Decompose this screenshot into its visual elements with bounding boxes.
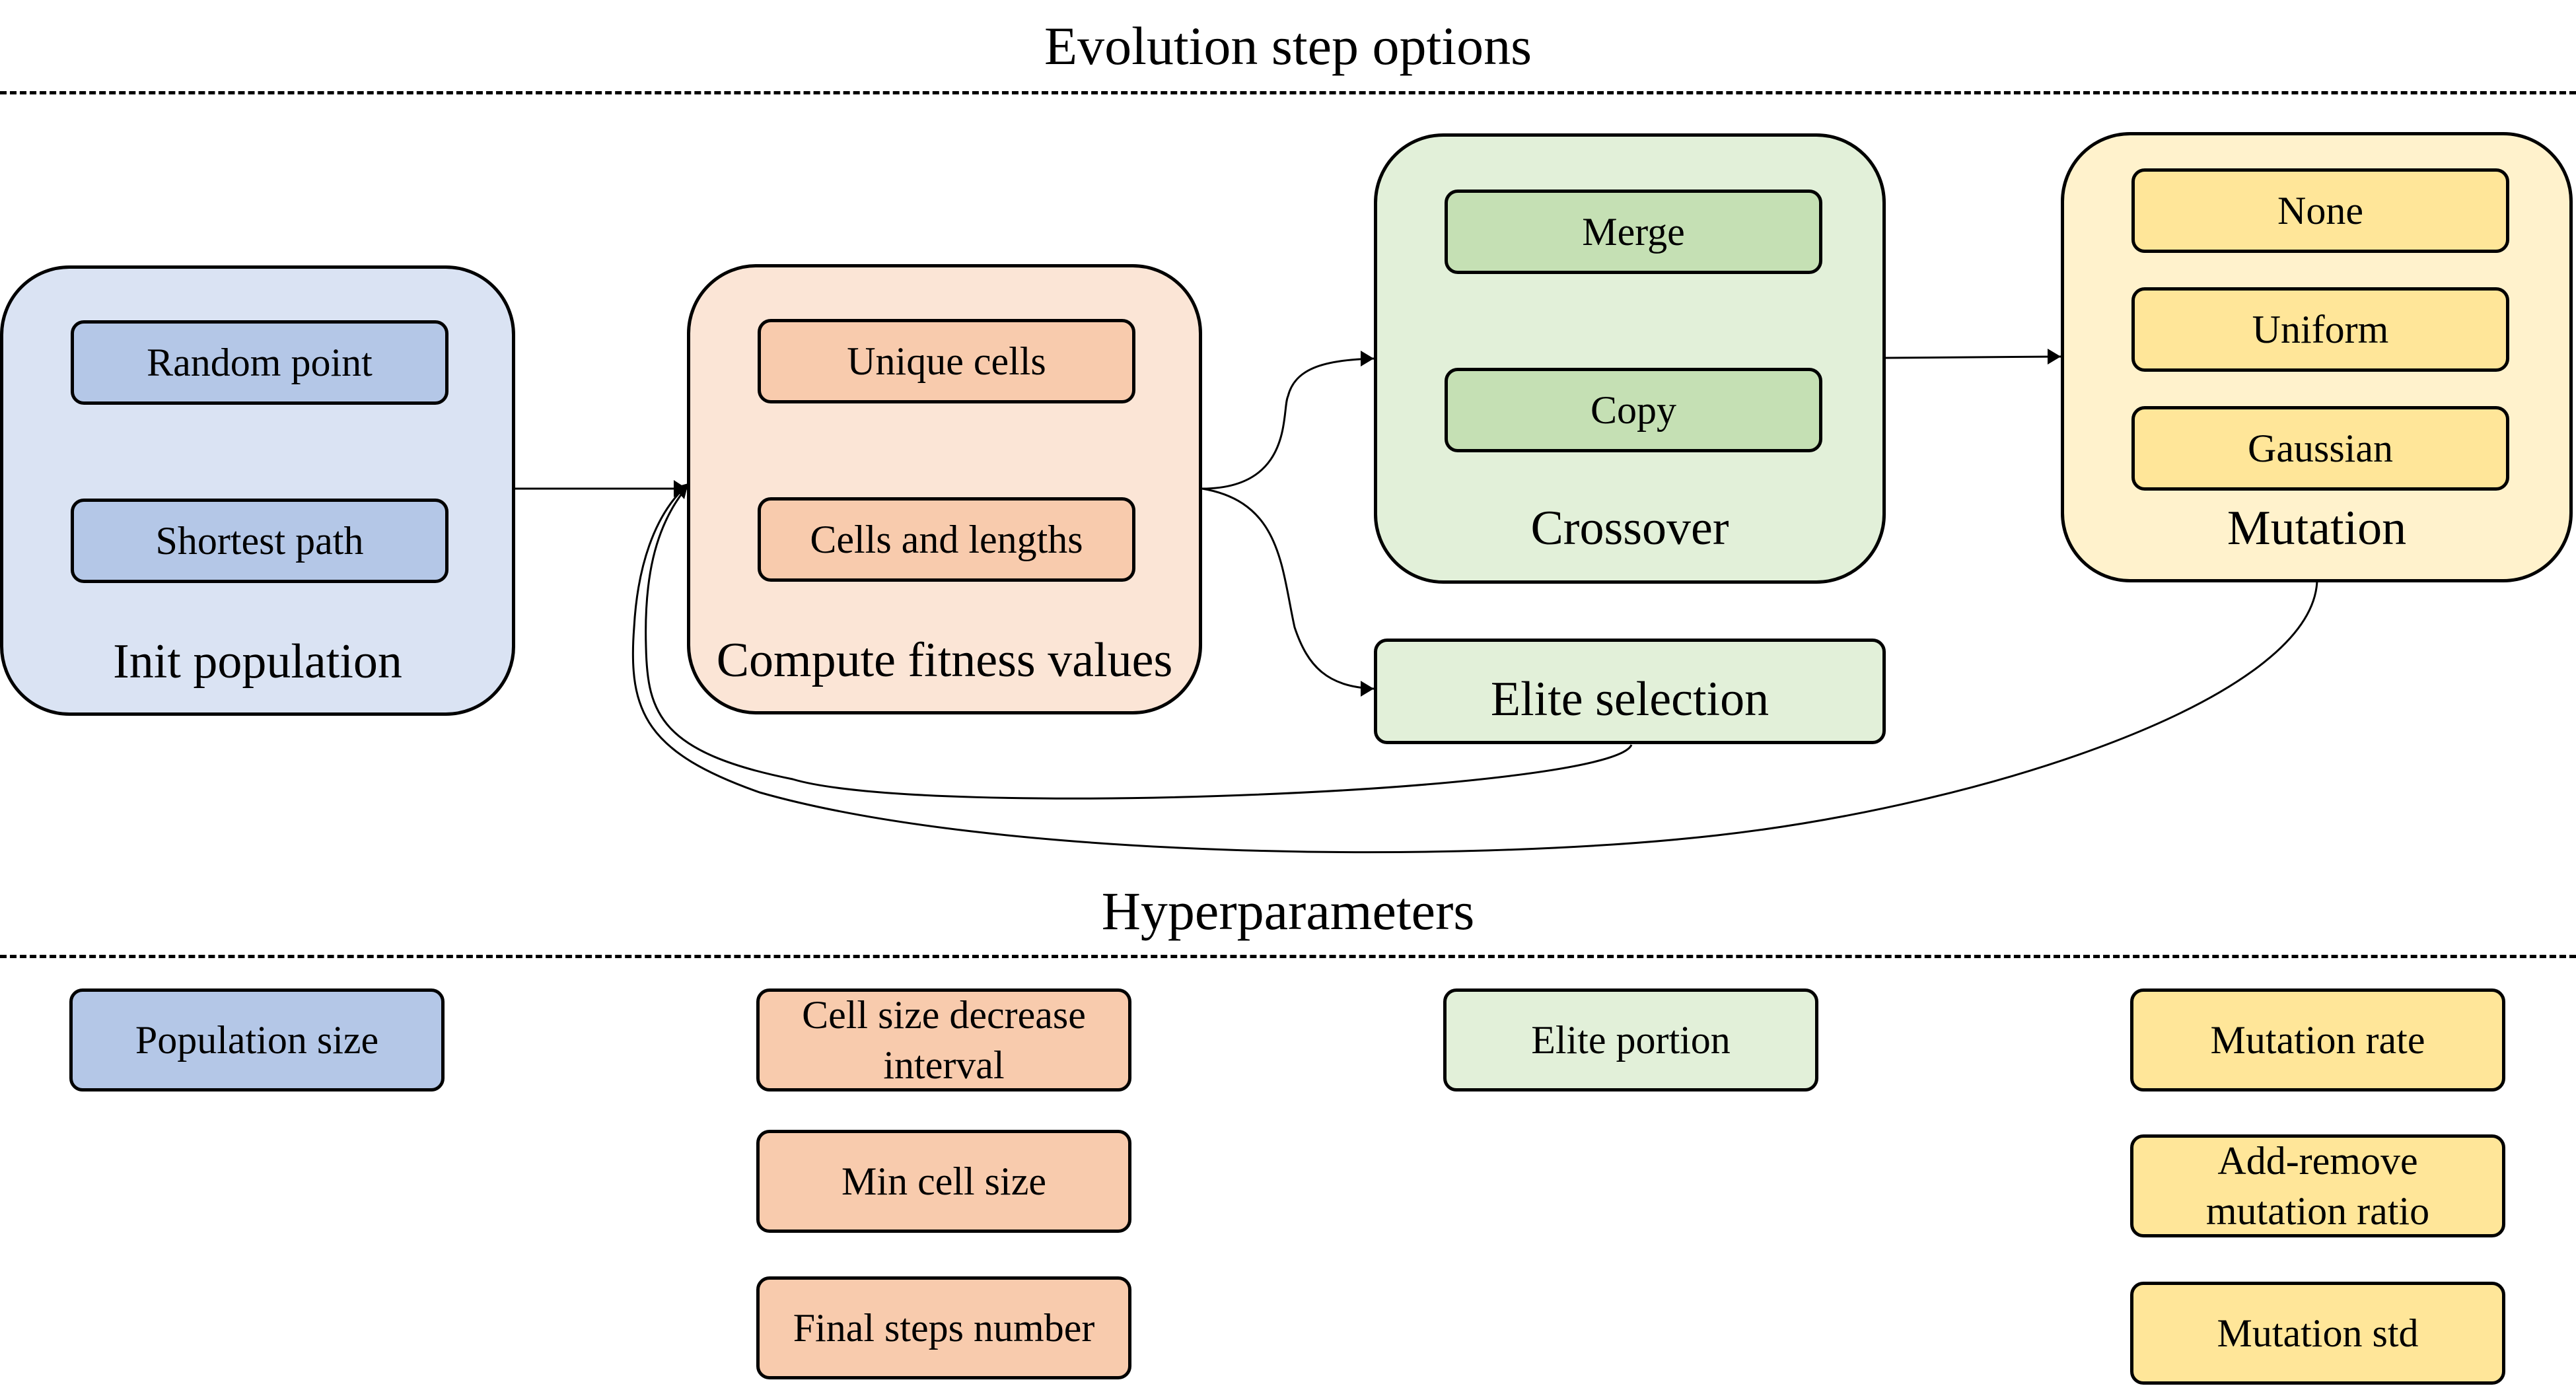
option-uniform: Uniform — [2131, 287, 2509, 372]
hp-mutation-std: Mutation std — [2130, 1282, 2505, 1385]
init-population-group: Random point Shortest path Init populati… — [0, 265, 515, 716]
option-copy: Copy — [1445, 368, 1822, 452]
evolution-heading: Evolution step options — [1044, 16, 1532, 76]
hp-population-size: Population size — [69, 988, 445, 1091]
elite-selection-box: Elite selection — [1374, 639, 1886, 744]
option-unique-cells: Unique cells — [758, 319, 1135, 403]
hp-min-cell-size: Min cell size — [756, 1130, 1131, 1233]
hyperparameters-heading: Hyperparameters — [1101, 881, 1475, 941]
fitness-group: Unique cells Cells and lengths Compute f… — [687, 264, 1202, 714]
crossover-label: Crossover — [1530, 501, 1729, 555]
hp-elite-portion: Elite portion — [1443, 988, 1818, 1091]
option-shortest-path: Shortest path — [71, 499, 448, 583]
option-gaussian: Gaussian — [2131, 406, 2509, 491]
mutation-group: None Uniform Gaussian Mutation — [2061, 132, 2573, 582]
option-cells-and-lengths: Cells and lengths — [758, 497, 1135, 582]
arrow-crossover-to-mutation — [1885, 355, 2061, 359]
hp-mutation-rate: Mutation rate — [2130, 988, 2505, 1091]
hp-final-steps-number: Final steps number — [756, 1276, 1131, 1379]
arrow-fitness-to-crossover — [1201, 357, 1375, 490]
hyperparameters-divider — [0, 955, 2576, 958]
hp-cell-size-decrease-interval: Cell size decrease interval — [756, 988, 1131, 1091]
fitness-label: Compute fitness values — [716, 633, 1173, 687]
mutation-label: Mutation — [2227, 501, 2407, 555]
option-random-point: Random point — [71, 320, 448, 405]
option-merge: Merge — [1445, 190, 1822, 274]
option-none: None — [2131, 168, 2509, 253]
evolution-divider — [0, 91, 2576, 94]
hp-add-remove-mutation-ratio: Add-remove mutation ratio — [2130, 1134, 2505, 1237]
crossover-group: Merge Copy Crossover — [1374, 133, 1886, 584]
arrow-fitness-to-elite — [1201, 487, 1375, 690]
init-population-label: Init population — [113, 635, 402, 689]
